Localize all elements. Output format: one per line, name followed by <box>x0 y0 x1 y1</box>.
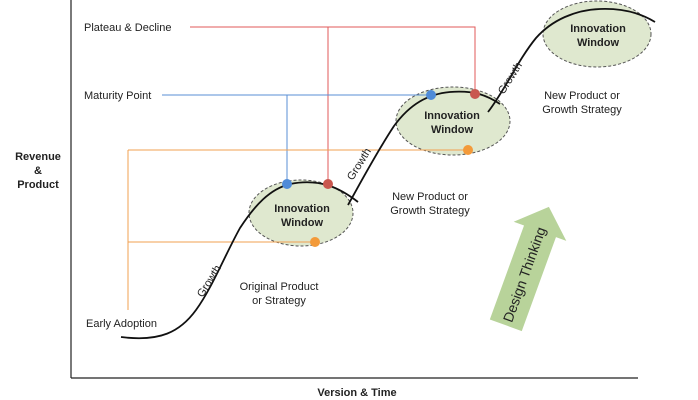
maturity-point-label: Maturity Point <box>84 90 151 102</box>
strategy-1-line2: or Strategy <box>252 295 306 307</box>
adoption-dot-1 <box>310 237 320 247</box>
growth-label-1: Growth <box>195 263 224 299</box>
adoption-dot-2 <box>463 145 473 155</box>
plateau-dot-2 <box>470 89 480 99</box>
design-thinking-arrow: Design Thinking <box>489 206 567 332</box>
y-axis-label-line3: Product <box>17 179 59 191</box>
arrow-shape <box>489 206 567 332</box>
innovation-window-ellipse-3 <box>542 0 652 68</box>
maturity-dot-2 <box>426 90 436 100</box>
innovation-window-3-line2: Window <box>577 37 619 49</box>
s-curve-3 <box>487 8 656 113</box>
strategy-1-line1: Original Product <box>240 281 319 293</box>
maturity-dot-1 <box>282 179 292 189</box>
plateau-line-2 <box>328 26 476 94</box>
growth-label-3: Growth <box>496 60 525 96</box>
strategy-2-line2: Growth Strategy <box>390 205 470 217</box>
y-axis-label-line1: Revenue <box>15 151 61 163</box>
innovation-window-1-line2: Window <box>281 217 323 229</box>
innovation-window-1-line1: Innovation <box>274 203 330 215</box>
innovation-window-ellipse-1 <box>248 179 354 247</box>
strategy-3-line1: New Product or <box>544 90 620 102</box>
maturity-line-1 <box>162 94 288 184</box>
s-curve-1 <box>120 181 359 340</box>
strategy-2-line1: New Product or <box>392 191 468 203</box>
innovation-window-2-line2: Window <box>431 124 473 136</box>
innovation-window-3-line1: Innovation <box>570 23 626 35</box>
growth-label-2: Growth <box>345 146 374 182</box>
innovation-window-ellipse-2 <box>395 86 511 156</box>
plateau-dot-1 <box>323 179 333 189</box>
y-axis-label-line2: & <box>34 165 42 177</box>
strategy-3-line2: Growth Strategy <box>542 104 622 116</box>
early-adoption-label: Early Adoption <box>86 318 157 330</box>
x-axis-label: Version & Time <box>317 387 396 399</box>
plateau-line-1 <box>190 26 329 184</box>
innovation-window-2-line1: Innovation <box>424 110 480 122</box>
plateau-decline-label: Plateau & Decline <box>84 22 171 34</box>
